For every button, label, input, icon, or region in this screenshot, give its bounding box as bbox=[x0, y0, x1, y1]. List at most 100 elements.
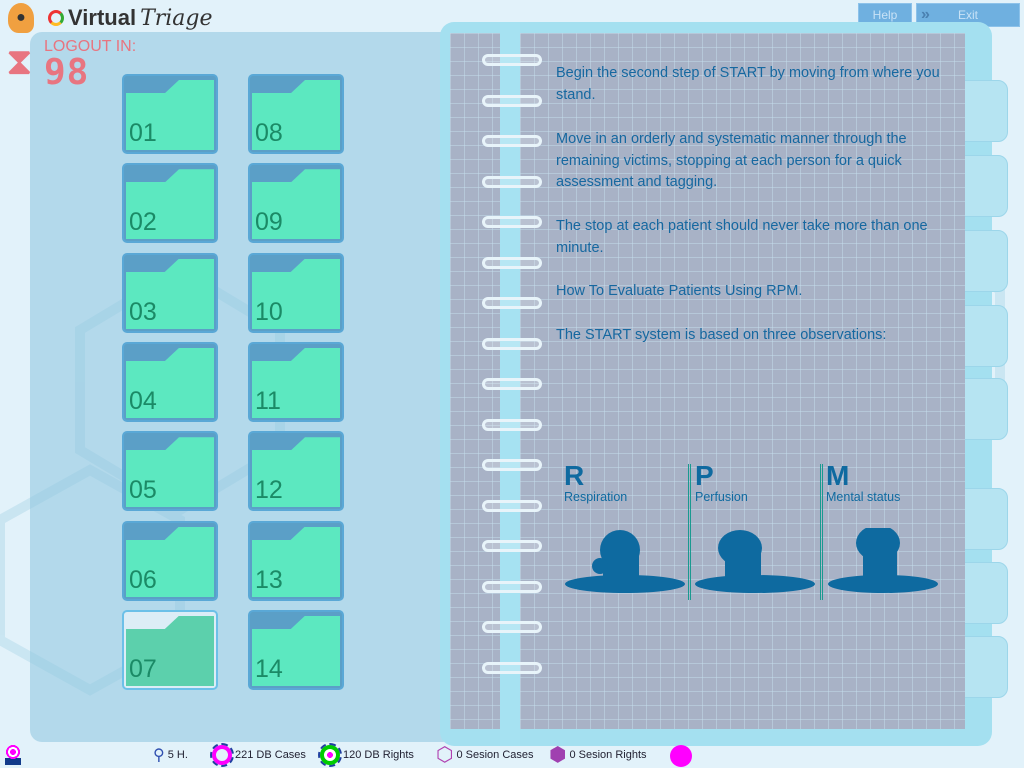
divider bbox=[688, 464, 691, 600]
notebook-tab[interactable] bbox=[960, 636, 1008, 698]
db-cases-value: 221 DB Cases bbox=[235, 749, 306, 761]
folder-09[interactable]: 09 bbox=[248, 163, 344, 244]
folder-number: 10 bbox=[255, 297, 283, 326]
molecule-icon: ⚲ bbox=[153, 747, 165, 764]
head-headset-icon: ● bbox=[8, 3, 34, 33]
notebook-tab[interactable] bbox=[960, 230, 1008, 292]
rpm-word: Mental status bbox=[826, 490, 901, 504]
notebook-tab[interactable] bbox=[960, 80, 1008, 142]
instruction-paragraph: Begin the second step of START by moving… bbox=[556, 65, 940, 103]
spiral-coil bbox=[482, 621, 542, 633]
folder-body bbox=[252, 93, 340, 150]
folder-08[interactable]: 08 bbox=[248, 74, 344, 154]
folder-tab bbox=[290, 80, 340, 94]
spiral-coil bbox=[482, 94, 542, 107]
brand-script: Triage bbox=[140, 5, 213, 31]
folder-tab bbox=[290, 258, 340, 273]
db-cases-icon bbox=[210, 743, 234, 767]
db-rights-value: 120 DB Rights bbox=[343, 749, 414, 761]
rpm-word: Respiration bbox=[564, 490, 628, 504]
hours-stat: ⚲5 H. bbox=[153, 745, 188, 765]
folder-13[interactable]: 13 bbox=[248, 520, 344, 601]
folder-03[interactable]: 03 bbox=[122, 252, 218, 333]
folder-body bbox=[126, 539, 214, 597]
folder-01[interactable]: 01 bbox=[122, 74, 218, 154]
folder-14[interactable]: 14 bbox=[248, 609, 344, 690]
folder-tab bbox=[290, 169, 340, 184]
folder-number: 14 bbox=[255, 654, 283, 683]
spiral-coil bbox=[482, 580, 542, 593]
folder-number: 01 bbox=[129, 119, 157, 147]
folder-10[interactable]: 10 bbox=[248, 252, 344, 333]
instruction-paragraph: The START system is based on three obser… bbox=[556, 327, 887, 343]
brand-name: Virtual bbox=[68, 5, 137, 30]
spiral-coil bbox=[482, 297, 542, 309]
folder-body bbox=[126, 450, 214, 508]
patient-silhouette-icon bbox=[828, 528, 938, 593]
patient-silhouette-icon bbox=[565, 530, 685, 593]
folder-12[interactable]: 12 bbox=[248, 431, 344, 512]
folder-number: 09 bbox=[255, 208, 283, 237]
hexagon-icon: ⬡ bbox=[436, 744, 454, 766]
folder-body bbox=[126, 360, 214, 418]
spiral-coil bbox=[482, 256, 542, 269]
rpm-letter: M bbox=[826, 460, 850, 491]
spiral-coil bbox=[482, 418, 542, 431]
folder-tab bbox=[290, 437, 340, 452]
notebook-tab[interactable] bbox=[960, 305, 1008, 367]
spiral-coil bbox=[482, 175, 542, 188]
folder-05[interactable]: 05 bbox=[122, 431, 218, 512]
spiral-coil bbox=[482, 378, 542, 390]
folder-body bbox=[126, 182, 214, 240]
folder-tab bbox=[164, 258, 214, 273]
logout-timer: ⧗ LOGOUT IN: 98 bbox=[6, 38, 136, 93]
folder-number: 05 bbox=[129, 476, 157, 505]
folder-body bbox=[126, 628, 214, 686]
double-chevron-right-icon: » bbox=[921, 6, 930, 23]
notebook-tab[interactable] bbox=[960, 155, 1008, 217]
instruction-paragraph: Move in an orderly and systematic manner… bbox=[556, 131, 907, 190]
notebook-tab[interactable] bbox=[960, 378, 1008, 440]
instruction-paragraph: How To Evaluate Patients Using RPM. bbox=[556, 283, 803, 299]
folder-body bbox=[252, 182, 340, 240]
session-cases-value: 0 Sesion Cases bbox=[456, 749, 534, 761]
folder-tab bbox=[164, 526, 214, 541]
folder-07[interactable]: 07 bbox=[122, 609, 218, 690]
rpm-letter: P bbox=[695, 460, 714, 491]
folder-tab bbox=[164, 437, 214, 452]
instruction-paragraph: The stop at each patient should never ta… bbox=[556, 218, 928, 256]
folder-panel bbox=[30, 32, 455, 742]
folder-04[interactable]: 04 bbox=[122, 341, 218, 422]
logo-ring-icon bbox=[48, 10, 64, 26]
folder-tab bbox=[164, 615, 214, 630]
help-label: Help bbox=[872, 8, 898, 22]
folder-body bbox=[126, 271, 214, 329]
db-rights-icon bbox=[318, 743, 342, 767]
folder-02[interactable]: 02 bbox=[122, 163, 218, 244]
status-indicator-dot bbox=[670, 745, 692, 767]
folder-tab bbox=[164, 80, 214, 94]
spiral-coil bbox=[482, 54, 542, 66]
db-rights-stat: 120 DB Rights bbox=[318, 743, 414, 767]
folder-06[interactable]: 06 bbox=[122, 520, 218, 601]
folder-body bbox=[252, 628, 340, 686]
folder-number: 02 bbox=[129, 208, 157, 237]
folder-body bbox=[252, 360, 340, 418]
notebook-tab[interactable] bbox=[960, 488, 1008, 550]
folder-11[interactable]: 11 bbox=[248, 341, 344, 422]
session-rights-stat: ⬢0 Sesion Rights bbox=[549, 745, 647, 765]
spiral-coil bbox=[482, 540, 542, 552]
folder-number: 06 bbox=[129, 565, 157, 594]
folder-body bbox=[126, 93, 214, 150]
session-rights-value: 0 Sesion Rights bbox=[569, 749, 647, 761]
logout-label: LOGOUT IN: bbox=[44, 38, 137, 55]
spiral-coil bbox=[482, 661, 542, 674]
spiral-coil bbox=[482, 499, 542, 512]
notebook-tab[interactable] bbox=[960, 562, 1008, 624]
divider bbox=[820, 464, 823, 600]
folder-number: 07 bbox=[129, 654, 157, 683]
